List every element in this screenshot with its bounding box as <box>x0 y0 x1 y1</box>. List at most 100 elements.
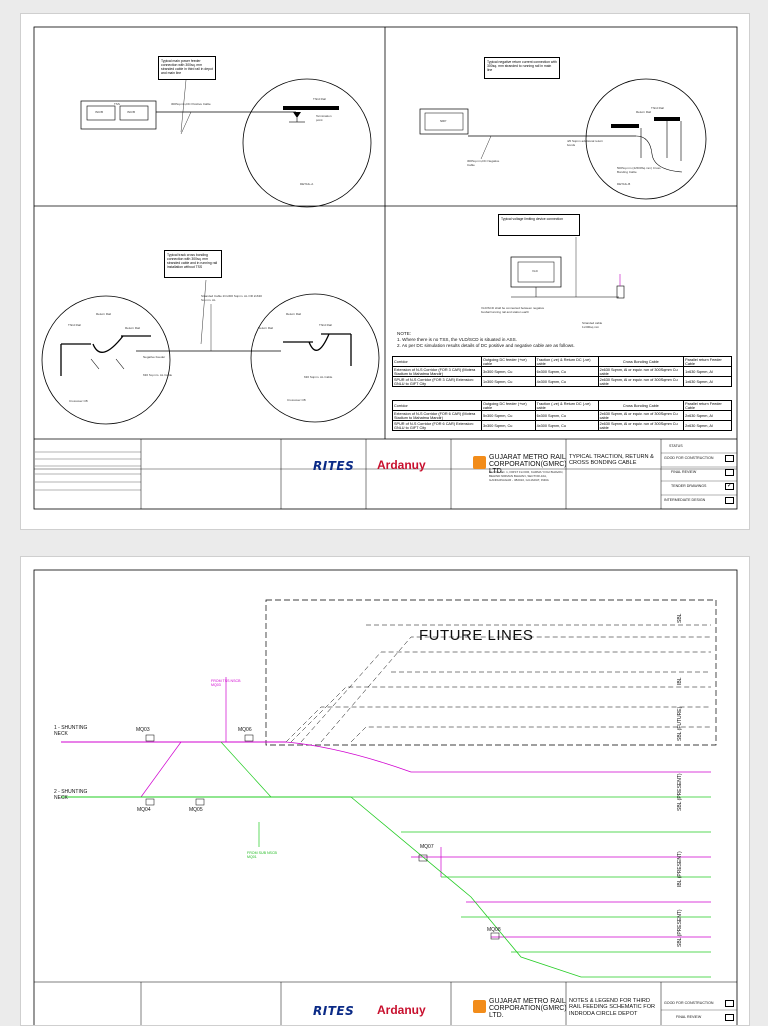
label-mq07: MQ07 <box>420 844 434 850</box>
table-header-row: Corridor Outgoing DC feeder (+ve) cable … <box>392 400 732 411</box>
table-cell: 1x300 Sqmm, Cu <box>481 376 536 387</box>
label-mq03: MQ03 <box>136 727 150 733</box>
label-track-ibl: IBL <box>677 677 683 685</box>
label-detail-a: DETAIL-A <box>300 182 314 186</box>
label-mq04: MQ04 <box>137 807 151 813</box>
label-positive-cable: 300Sq.mm,DC Positive Cable <box>171 102 211 106</box>
label-from-sub: FROM SUB NSCB MQ01 <box>247 851 277 859</box>
table-cell: 4x300 Sqmm, Cu <box>534 420 599 431</box>
drawing-sheet-2: FUTURE LINES 1 - SHUNTING NECK 2 - SHUNT… <box>20 556 750 1026</box>
table-cell: Extension of N-S Corridor (FOR 3 CAR) (M… <box>392 366 482 377</box>
label-mq05: MQ05 <box>189 807 203 813</box>
table-cell: 4x300 Sqmm, Cu <box>534 376 599 387</box>
label-vld-note: VLD/SCD shall be connected between negat… <box>481 306 545 314</box>
table-row: SPUR of N-S Corridor (FOR 6 CAR) Extensi… <box>392 420 732 431</box>
note-1: 1. Where there is no TSS, the VLD/SCD is… <box>397 337 517 342</box>
table-cell: 2x630 Sqmm, Al or equiv. run of 300Sqmm … <box>597 410 685 421</box>
table-cell: 1x630 Sqmm, Al <box>683 366 732 377</box>
label-negative-feeder: Negative Feeder <box>143 355 166 359</box>
callout-cross-bonding: Typical track cross bonding connection w… <box>164 250 222 278</box>
table-header: Traction (-ve) & Return DC (-ve) cable <box>534 400 599 411</box>
table-header: Cross Bonding Cable <box>597 400 685 411</box>
label-shunting-neck-1: 1 - SHUNTING NECK <box>54 725 88 737</box>
table-cell: 2x630 Sqmm, Al <box>683 410 732 421</box>
notes-heading: NOTE: <box>397 331 412 336</box>
status-checkbox-checked[interactable]: ✓ <box>725 483 734 490</box>
table-header-row: Corridor Outgoing DC feeder (+ve) cable … <box>392 356 732 367</box>
label-ncb-1: INC/B <box>95 110 104 114</box>
future-lines-heading: FUTURE LINES <box>419 627 534 644</box>
label-detail-b: DETAIL-B <box>617 182 631 186</box>
table-header: Corridor <box>392 400 482 411</box>
label-track-sbl-present: SBL (PRESENT) <box>677 773 683 811</box>
callout-vld: Typical voltage limiting device connecti… <box>498 214 580 236</box>
client-name: GUJARAT METRO RAIL CORPORATION(GMRC) LTD… <box>489 454 567 475</box>
label-track-ibl-present: IBL (PRESENT) <box>677 851 683 887</box>
status-checkbox[interactable] <box>725 1000 734 1007</box>
table-cell: 1x630 Sqmm, Al <box>683 376 732 387</box>
status-heading: STATUS <box>669 444 683 448</box>
status-intermediate-design: INTERMEDIATE DESIGN <box>664 498 706 502</box>
label-shunting-neck-2: 2 - SHUNTING NECK <box>54 789 88 801</box>
label-track-sbl-future: SBL (FUTURE) <box>677 706 683 741</box>
table-cell: 2x630 Sqmm, Al or equiv. run of 300Sqmm … <box>597 366 685 377</box>
label-nrp: NRP <box>440 119 447 123</box>
cable-table-6-car: Corridor Outgoing DC feeder (+ve) cable … <box>392 400 732 431</box>
label-vld: VLD <box>532 269 538 273</box>
table-cell: 6x300 Sqmm, Cu <box>534 366 599 377</box>
table-cell: Extension of N-S Corridor (FOR 6 CAR) (M… <box>392 410 482 421</box>
label-third-rail: Third Rail <box>313 97 326 101</box>
label-bonding-cable: 500Sq.mm (4x500Sq.mm) Cross Bonding Cabl… <box>617 166 661 174</box>
label-return-rail-b: Return Rail <box>125 326 141 330</box>
table-header: Outgoing DC feeder (+ve) cable <box>481 400 536 411</box>
label-crossover-right: Crossover CB <box>287 398 306 402</box>
cable-table-3-car: Corridor Outgoing DC feeder (+ve) cable … <box>392 356 732 387</box>
status-checkbox[interactable] <box>725 469 734 476</box>
table-cell: 2x630 Sqmm, Al or equiv. run of 300Sqmm … <box>597 376 685 387</box>
label-termination-point: Termination point <box>316 114 332 122</box>
ardanuy-logo: Ardanuy <box>377 1003 426 1017</box>
sheet1-linework <box>33 26 738 510</box>
drawing-title: NOTES & LEGEND FOR THIRD RAIL FEEDING SC… <box>569 998 656 1017</box>
label-return-rail-d: Return Rail <box>258 326 274 330</box>
label-third-rail-a: Third Rail <box>68 323 81 327</box>
gmrc-logo-icon <box>473 1000 486 1013</box>
label-return-rail: Return Rail <box>636 110 652 114</box>
status-good-for-construction: GOOD FOR CONSTRUCTION <box>664 1001 714 1005</box>
label-mq06: MQ06 <box>238 727 252 733</box>
status-checkbox[interactable] <box>725 497 734 504</box>
callout-main-feeder: Typical main power feeder connection wit… <box>158 56 216 80</box>
sheet2-linework <box>33 569 738 1025</box>
status-checkbox[interactable] <box>725 1014 734 1021</box>
label-track-sbl: SBL <box>677 613 683 623</box>
table-header: Parallel return Feeder Cable <box>683 400 732 411</box>
label-third-rail-c: Third Rail <box>319 323 332 327</box>
label-return-rail-c: Return Rail <box>286 312 302 316</box>
table-cell: 6x300 Sqmm, Cu <box>534 410 599 421</box>
label-cable-right: 630 Sqmm. AL Cable <box>304 375 333 379</box>
label-from-tss: FROM TSS NSCB MQ03 <box>211 679 241 687</box>
table-cell: 3x300 Sqmm, Cu <box>481 366 536 377</box>
table-cell: 5x300 Sqmm, Cu <box>481 410 536 421</box>
label-additional-return: 4/0 Sqmm additional return bonds <box>567 139 604 147</box>
label-tss: TSS <box>114 102 120 106</box>
label-crossover-left: Crossover CB <box>69 399 88 403</box>
client-address: BLOCK NO. 1, FIRST FLOOR, KARMA YOGI BHA… <box>489 470 564 482</box>
table-header: Traction (-ve) & Return DC (-ve) cable <box>534 356 599 367</box>
drawing-sheet-1: Typical main power feeder connection wit… <box>20 13 750 530</box>
status-checkbox[interactable] <box>725 455 734 462</box>
label-negative-cable: 300Sq.mm,DC Negative Cable <box>467 159 500 167</box>
rites-logo: RITES <box>313 1004 355 1018</box>
gmrc-logo-icon <box>473 456 486 469</box>
table-header: Cross Bonding Cable <box>597 356 685 367</box>
drawing-title: TYPICAL TRACTION, RETURN & CROSS BONDING… <box>569 454 654 467</box>
table-header: Parallel return Feeder Cable <box>683 356 732 367</box>
ardanuy-logo: Ardanuy <box>377 458 426 472</box>
label-cable-left: 630 Sq.mm. AL Cable <box>143 373 173 377</box>
table-row: SPUR of N-S Corridor (FOR 3 CAR) Extensi… <box>392 376 732 387</box>
label-ncb-2: INC/B <box>127 110 136 114</box>
table-cell: SPUR of N-S Corridor (FOR 3 CAR) Extensi… <box>392 376 482 387</box>
status-tender-drawings: TENDER DRAWINGS <box>671 484 707 488</box>
table-cell: SPUR of N-S Corridor (FOR 6 CAR) Extensi… <box>392 420 482 431</box>
label-third-rail-2: Third Rail <box>651 106 664 110</box>
